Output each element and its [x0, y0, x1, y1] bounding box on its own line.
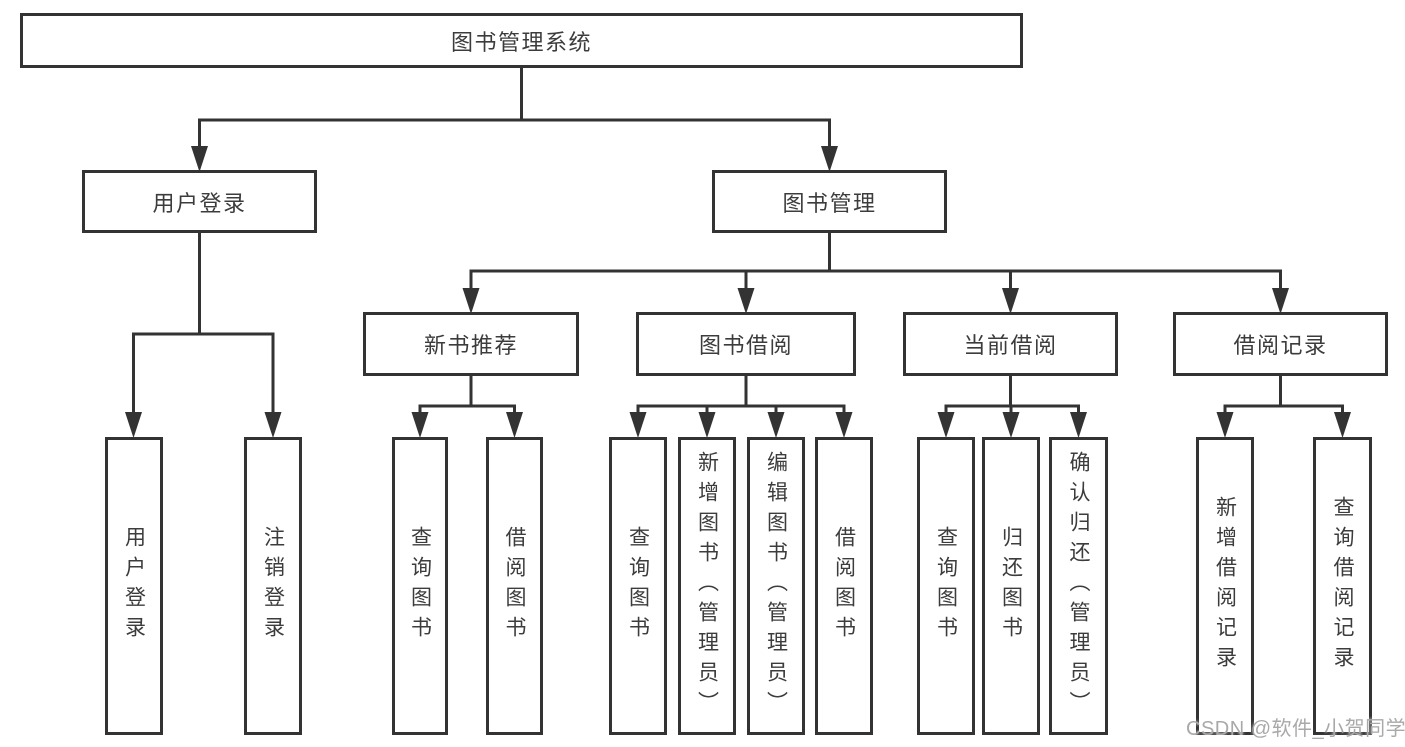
leaf-label: 借阅图书 — [832, 526, 856, 646]
node-root-label: 图书管理系统 — [450, 29, 592, 55]
leaf-label: 新增借阅记录 — [1213, 496, 1237, 676]
leaf-cb-query-books: 查询图书 — [917, 437, 975, 735]
leaf-label: 查询图书 — [626, 526, 650, 646]
leaf-label: 新增图书（管理员） — [695, 451, 719, 721]
leaf-nb-query-books: 查询图书 — [392, 437, 448, 735]
leaf-logout: 注销登录 — [244, 437, 302, 735]
leaf-cb-return-books: 归还图书 — [982, 437, 1040, 735]
leaf-bb-add-books-admin: 新增图书（管理员） — [678, 437, 736, 735]
leaf-nb-borrow-books: 借阅图书 — [486, 437, 543, 735]
leaf-label: 注销登录 — [261, 526, 285, 646]
node-label: 当前借阅 — [963, 333, 1058, 358]
leaf-bb-borrow-books: 借阅图书 — [815, 437, 873, 735]
node-root: 图书管理系统 — [20, 13, 1023, 68]
node-new-book-recommend: 新书推荐 — [363, 312, 579, 376]
node-label: 用户登录 — [152, 190, 247, 216]
watermark: CSDN @软件_小贺同学 — [1186, 718, 1405, 740]
node-label: 图书借阅 — [698, 333, 793, 358]
node-label: 借阅记录 — [1233, 333, 1328, 358]
leaf-label: 查询借阅记录 — [1331, 496, 1354, 676]
leaf-bb-query-books: 查询图书 — [609, 437, 667, 735]
node-book-borrow: 图书借阅 — [636, 312, 856, 376]
node-label: 新书推荐 — [423, 333, 518, 358]
leaf-label: 用户登录 — [122, 526, 146, 646]
leaf-label: 编辑图书（管理员） — [764, 451, 788, 721]
leaf-label: 查询图书 — [934, 526, 958, 646]
node-borrow-records: 借阅记录 — [1173, 312, 1388, 376]
node-label: 图书管理 — [782, 190, 877, 216]
node-user-login: 用户登录 — [82, 170, 317, 233]
node-current-borrow: 当前借阅 — [903, 312, 1118, 376]
leaf-label: 借阅图书 — [503, 526, 526, 646]
leaf-br-query-borrow-record: 查询借阅记录 — [1313, 437, 1372, 735]
leaf-bb-edit-books-admin: 编辑图书（管理员） — [747, 437, 805, 735]
node-book-management: 图书管理 — [712, 170, 947, 233]
leaf-label: 确认归还（管理员） — [1067, 451, 1090, 721]
leaf-label: 查询图书 — [408, 526, 432, 646]
leaf-user-login: 用户登录 — [105, 437, 163, 735]
leaf-cb-confirm-return-admin: 确认归还（管理员） — [1049, 437, 1108, 735]
leaf-label: 归还图书 — [999, 526, 1023, 646]
leaf-br-add-borrow-record: 新增借阅记录 — [1196, 437, 1254, 735]
